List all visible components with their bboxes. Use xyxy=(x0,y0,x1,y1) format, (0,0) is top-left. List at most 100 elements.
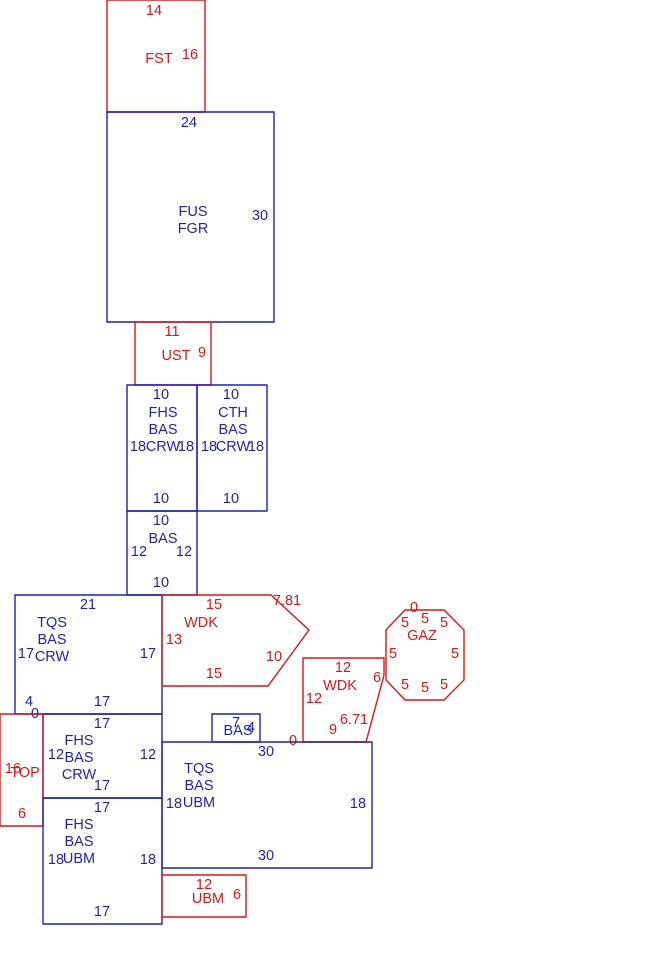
wdk-right-dimension: 0 xyxy=(289,733,297,749)
cth-bas-crw-dimension: 18 xyxy=(248,439,264,455)
fus-fgr-dimension: 30 xyxy=(252,208,268,224)
tqs-bas-ubm-label: BAS xyxy=(184,778,213,794)
cth-bas-crw-label: BAS xyxy=(218,422,247,438)
tqs-bas-crw-dimension: 21 xyxy=(80,597,96,613)
tqs-bas-crw-label: BAS xyxy=(37,632,66,648)
cth-bas-crw-label: CTH xyxy=(218,405,248,421)
bas-tiny-label: BAS xyxy=(223,723,252,739)
fhs-bas-crw-upper-label: CRW xyxy=(146,439,181,455)
fhs-bas-crw-lower-dimension: 12 xyxy=(140,747,156,763)
wdk-left-dimension: 15 xyxy=(206,666,222,682)
gaz-dimension: 5 xyxy=(440,615,448,631)
area-bas-small: BAS 10 12 12 10 xyxy=(126,510,198,596)
fhs-bas-crw-lower-label: FHS xyxy=(65,733,94,749)
tqs-bas-ubm-dimension: 30 xyxy=(258,848,274,864)
gaz-dimension: 5 xyxy=(401,615,409,631)
wdk-right-dimension: 12 xyxy=(306,691,322,707)
area-ust: UST 11 9 xyxy=(134,321,212,386)
tqs-bas-crw-dimension: 17 xyxy=(94,694,110,710)
fhs-bas-crw-lower-dimension: 17 xyxy=(94,778,110,794)
top-dimension: 6 xyxy=(18,806,26,822)
ubm-dimension: 12 xyxy=(196,877,212,893)
ubm-dimension: 6 xyxy=(233,887,241,903)
gaz-dimension: 5 xyxy=(421,611,429,627)
fus-fgr-outline xyxy=(106,111,275,323)
wdk-left-dimension: 10 xyxy=(266,649,282,665)
fhs-bas-crw-lower-dimension: 12 xyxy=(48,747,64,763)
wdk-right-dimension: 12 xyxy=(335,660,351,676)
wdk-left-dimension: 15 xyxy=(206,597,222,613)
top-dimension: 16 xyxy=(5,761,21,777)
bas-tiny-dimension: 4 xyxy=(247,720,255,736)
cth-bas-crw-label: CRW xyxy=(216,439,251,455)
ust-dimension: 11 xyxy=(164,324,179,340)
wdk-right-label: WDK xyxy=(323,678,357,694)
bas-small-label: BAS xyxy=(148,531,177,547)
tqs-bas-crw-label: TQS xyxy=(37,615,67,631)
gaz-dimension: 5 xyxy=(389,646,397,662)
gaz-dimension: 0 xyxy=(410,600,418,616)
wdk-left-outline xyxy=(161,594,310,687)
wdk-left-dimension: 7.81 xyxy=(273,593,301,609)
ubm-label: UBM xyxy=(192,891,224,907)
gaz-label: GAZ xyxy=(407,628,437,644)
fhs-bas-crw-upper-dimension: 18 xyxy=(130,439,146,455)
fhs-bas-ubm-dimension: 17 xyxy=(94,800,110,816)
bas-small-dimension: 10 xyxy=(153,575,169,591)
ust-dimension: 9 xyxy=(198,345,206,361)
fhs-bas-crw-upper-label: FHS xyxy=(149,405,178,421)
fhs-bas-ubm-label: UBM xyxy=(63,851,95,867)
fst-dimension: 16 xyxy=(182,47,198,63)
ust-label: UST xyxy=(162,348,191,364)
tqs-bas-ubm-dimension: 18 xyxy=(166,796,182,812)
gaz-dimension: 5 xyxy=(440,677,448,693)
bas-small-dimension: 12 xyxy=(176,544,192,560)
tqs-bas-ubm-label: UBM xyxy=(183,795,215,811)
bas-small-dimension: 12 xyxy=(131,544,147,560)
wdk-left-label: WDK xyxy=(184,615,218,631)
gaz-dimension: 5 xyxy=(401,677,409,693)
fhs-bas-crw-upper-dimension: 10 xyxy=(153,491,169,507)
fus-fgr-label: FUS xyxy=(179,204,208,220)
bas-small-dimension: 10 xyxy=(153,513,169,529)
tqs-bas-crw-label: CRW xyxy=(35,649,70,665)
tqs-bas-crw-dimension: 17 xyxy=(18,646,34,662)
gaz-dimension: 5 xyxy=(421,680,429,696)
wdk-right-dimension: 6 xyxy=(373,670,381,686)
tqs-bas-ubm-label: TQS xyxy=(184,761,214,777)
tqs-bas-ubm-dimension: 30 xyxy=(258,744,274,760)
fhs-bas-crw-lower-label: CRW xyxy=(62,767,97,783)
wdk-right-dimension: 9 xyxy=(329,722,337,738)
fhs-bas-ubm-outline xyxy=(42,797,163,925)
fhs-bas-ubm-label: BAS xyxy=(64,834,93,850)
fus-fgr-label: FGR xyxy=(178,221,209,237)
ubm-outline xyxy=(161,874,247,918)
cth-bas-crw-outline xyxy=(196,384,268,512)
wdk-right-dimension: 6.71 xyxy=(340,712,368,728)
fhs-bas-ubm-dimension: 18 xyxy=(48,852,64,868)
fhs-bas-ubm-dimension: 17 xyxy=(94,904,110,920)
fhs-bas-crw-lower-dimension: 17 xyxy=(94,716,110,732)
fhs-bas-crw-upper-label: BAS xyxy=(148,422,177,438)
cth-bas-crw-dimension: 18 xyxy=(201,439,217,455)
fhs-bas-crw-upper-dimension: 10 xyxy=(153,387,169,403)
tqs-bas-ubm-dimension: 18 xyxy=(350,796,366,812)
fhs-bas-ubm-dimension: 18 xyxy=(140,852,156,868)
fhs-bas-crw-lower-label: BAS xyxy=(64,750,93,766)
tqs-bas-crw-dimension: 4 xyxy=(25,694,33,710)
wdk-right-outline xyxy=(302,657,385,743)
